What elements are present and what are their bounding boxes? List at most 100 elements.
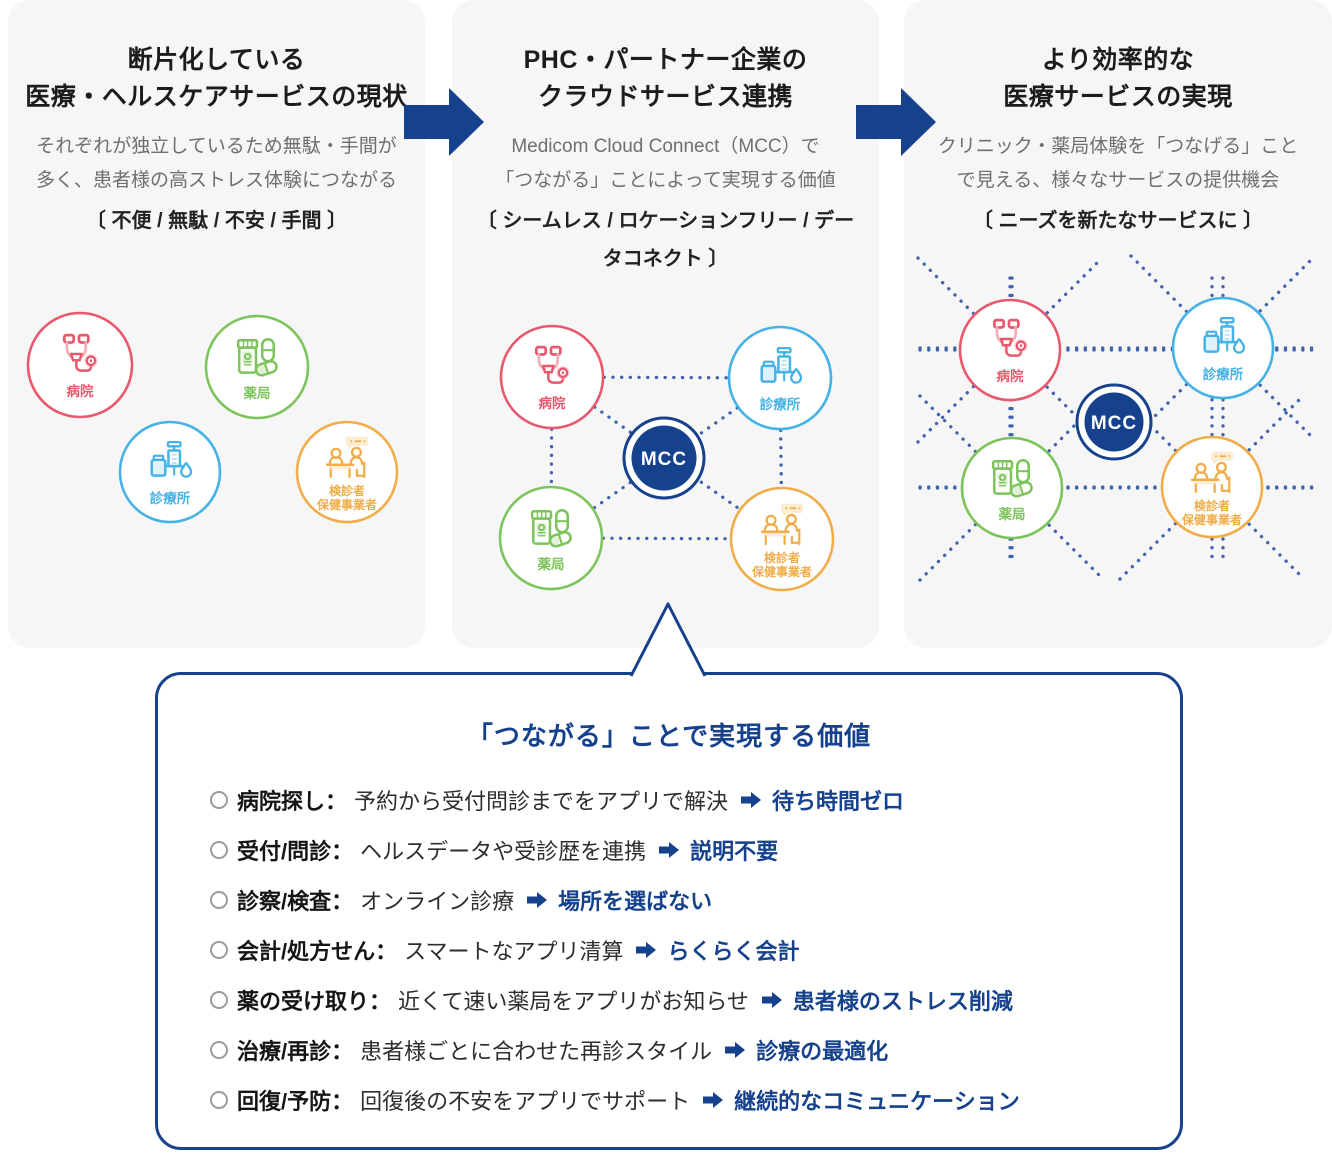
value-description: ヘルスデータや受診歴を連携 [360, 839, 647, 864]
value-item: 薬の受け取り： 近くて速い薬局をアプリがお知らせ 患者様のストレス削減 [210, 975, 1180, 1025]
value-result: 診療の最適化 [756, 1039, 889, 1064]
value-label: 病院探し： [237, 789, 348, 814]
circle-bullet-icon [210, 991, 228, 1009]
title-line: 断片化している [127, 46, 306, 74]
panel-current-state: 断片化している 医療・ヘルスケアサービスの現状 それぞれが独立しているため無駄・… [8, 0, 425, 648]
value-description: スマートなアプリ清算 [404, 939, 624, 964]
svg-text:診療所: 診療所 [760, 396, 801, 412]
value-description: オンライン診療 [360, 889, 515, 914]
value-label: 会計/処方せん： [237, 939, 398, 964]
callout-pointer [629, 602, 707, 677]
svg-text:保健事業者: 保健事業者 [751, 564, 812, 579]
circle-bullet-icon [210, 891, 228, 909]
body-line: それぞれが独立しているため無駄・手間が [36, 136, 397, 157]
title-line: クラウドサービス連携 [537, 83, 793, 111]
panel-description: それぞれが独立しているため無駄・手間が 多く、患者様の高ストレス体験につながる [8, 130, 425, 198]
value-item: 治療/再診： 患者様ごとに合わせた再診スタイル 診療の最適化 [210, 1025, 1180, 1075]
node-hospital: 病院 [499, 324, 605, 430]
node-mcc: MCC [622, 416, 706, 500]
svg-text:診療所: 診療所 [1203, 366, 1244, 382]
arrow-right-icon [725, 1042, 746, 1058]
svg-text:検診者: 検診者 [764, 550, 800, 565]
value-callout: 「つながる」ことで実現する価値 病院探し： 予約から受付問診までをアプリで解決 … [155, 672, 1183, 1150]
svg-text:薬局: 薬局 [538, 556, 565, 572]
value-label: 診察/検査： [237, 889, 354, 914]
keyword-line: 〔 不便 / 無駄 / 不安 / 手間 〕 [85, 210, 348, 232]
value-item: 会計/処方せん： スマートなアプリ清算 らくらく会計 [210, 925, 1180, 975]
svg-text:保健事業者: 保健事業者 [316, 497, 377, 512]
panel-keywords: 〔 不便 / 無駄 / 不安 / 手間 〕 [8, 202, 425, 240]
keyword-line: 〔 シームレス / ロケーションフリー / デー [476, 210, 855, 232]
body-line: Medicom Cloud Connect（MCC）で [511, 136, 820, 157]
panel-keywords: 〔 シームレス / ロケーションフリー / デー タコネクト 〕 [452, 202, 879, 278]
value-item: 病院探し： 予約から受付問診までをアプリで解決 待ち時間ゼロ [210, 775, 1180, 825]
flow-arrow-icon [404, 88, 484, 156]
svg-text:検診者: 検診者 [1194, 498, 1230, 513]
keyword-line: 〔 ニーズを新たなサービスに 〕 [972, 210, 1264, 232]
keyword-line: タコネクト 〕 [602, 248, 729, 270]
title-line: PHC・パートナー企業の [523, 46, 808, 74]
svg-text:検診者: 検診者 [329, 483, 365, 498]
circle-bullet-icon [210, 791, 228, 809]
arrow-right-icon [741, 792, 762, 808]
circle-bullet-icon [210, 1041, 228, 1059]
value-item: 受付/問診： ヘルスデータや受診歴を連携 説明不要 [210, 825, 1180, 875]
panel-title: PHC・パートナー企業の クラウドサービス連携 [452, 42, 879, 116]
value-result: 説明不要 [690, 839, 779, 864]
svg-text:MCC: MCC [641, 449, 687, 470]
body-line: 多く、患者様の高ストレス体験につながる [35, 170, 397, 191]
svg-text:病院: 病院 [539, 395, 567, 411]
circle-bullet-icon [210, 941, 228, 959]
node-clinic: 診療所 [1171, 296, 1275, 400]
value-description: 近くて速い薬局をアプリがお知らせ [398, 989, 749, 1014]
svg-text:薬局: 薬局 [244, 385, 271, 401]
value-result: 待ち時間ゼロ [772, 789, 905, 814]
value-list: 病院探し： 予約から受付問診までをアプリで解決 待ち時間ゼロ 受付/問診： ヘル… [210, 775, 1180, 1125]
circle-bullet-icon [210, 1091, 228, 1109]
value-description: 患者様ごとに合わせた再診スタイル [360, 1039, 713, 1064]
node-pharmacy: 薬局 [960, 436, 1064, 540]
node-pharmacy: 薬局 [204, 314, 310, 420]
panel-efficient-service: より効率的な 医療サービスの実現 クリニック・薬局体験を「つなげる」こと で見え… [904, 0, 1332, 648]
value-label: 治療/再診： [237, 1039, 354, 1064]
value-description: 回復後の不安をアプリでサポート [360, 1089, 691, 1114]
body-line: クリニック・薬局体験を「つなげる」こと [937, 136, 1299, 157]
node-mcc: MCC [1075, 383, 1153, 461]
node-clinic: 診療所 [727, 325, 833, 431]
value-result: 患者様のストレス削減 [792, 989, 1013, 1014]
value-result: 場所を選ばない [558, 889, 713, 914]
arrow-right-icon [703, 1092, 724, 1108]
node-clinic: 診療所 [118, 420, 222, 524]
title-line: 医療・ヘルスケアサービスの現状 [25, 83, 408, 111]
body-line: 「つながる」ことによって実現する価値 [495, 170, 836, 191]
arrow-right-icon [527, 892, 548, 908]
value-result: らくらく会計 [667, 939, 800, 964]
panel-title: 断片化している 医療・ヘルスケアサービスの現状 [8, 42, 425, 116]
node-hospital: 病院 [26, 311, 134, 419]
value-label: 薬の受け取り： [237, 989, 392, 1014]
svg-text:診療所: 診療所 [150, 490, 191, 506]
panel-keywords: 〔 ニーズを新たなサービスに 〕 [904, 202, 1332, 240]
value-label: 受付/問診： [237, 839, 354, 864]
title-line: 医療サービスの実現 [1003, 83, 1233, 111]
title-line: より効率的な [1041, 46, 1195, 74]
node-pharmacy: 薬局 [498, 485, 604, 591]
value-result: 継続的なコミュニケーション [734, 1089, 1020, 1114]
value-label: 回復/予防： [237, 1089, 354, 1114]
node-hospital: 病院 [958, 298, 1062, 402]
arrow-right-icon [659, 842, 680, 858]
panel-description: Medicom Cloud Connect（MCC）で 「つながる」ことによって… [452, 130, 879, 198]
svg-text:病院: 病院 [67, 383, 94, 399]
value-item: 診察/検査： オンライン診療 場所を選ばない [210, 875, 1180, 925]
callout-title: 「つながる」ことで実現する価値 [466, 721, 872, 751]
body-line: で見える、様々なサービスの提供機会 [956, 170, 1280, 191]
panel-title: より効率的な 医療サービスの実現 [904, 42, 1332, 116]
arrow-right-icon [761, 992, 782, 1008]
panel-description: クリニック・薬局体験を「つなげる」こと で見える、様々なサービスの提供機会 [904, 130, 1332, 198]
flow-arrow-icon [856, 88, 936, 156]
value-item: 回復/予防： 回復後の不安をアプリでサポート 継続的なコミュニケーション [210, 1075, 1180, 1125]
panel-cloud-connect: PHC・パートナー企業の クラウドサービス連携 Medicom Cloud Co… [452, 0, 879, 648]
